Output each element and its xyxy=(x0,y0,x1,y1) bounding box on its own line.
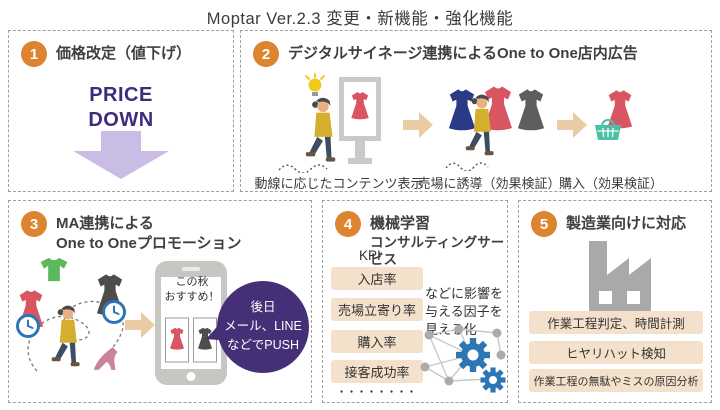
panel1-header: 1 価格改定（値下げ） xyxy=(21,41,191,67)
right-arrow-icon xyxy=(557,112,587,138)
walking-person-icon xyxy=(465,94,494,156)
kpi-heading: KPI xyxy=(359,248,381,263)
gear-icon xyxy=(456,338,490,372)
down-arrow-icon xyxy=(73,131,169,179)
panel2-title: デジタルサイネージ連携によるOne to One店内広告 xyxy=(288,45,638,62)
kpi-item: 購入率 xyxy=(331,330,423,353)
step-number-badge: 1 xyxy=(21,41,47,67)
panel-ma-promotion: 3 MA連携による One to Oneプロモーション この秋 おすすめ！ xyxy=(8,200,312,403)
right-arrow-icon xyxy=(125,312,155,338)
right-arrow-icon xyxy=(403,112,433,138)
push-speech-bubble xyxy=(206,281,309,373)
phone-recommendation-text: この秋 おすすめ！ xyxy=(164,276,220,303)
feature-item: ヒヤリハット検知 xyxy=(529,341,703,364)
panel4-header: 4 機械学習 コンサルティングサービス xyxy=(335,211,507,269)
clock-icon xyxy=(16,314,40,338)
kpi-item: 売場立寄り率 xyxy=(331,298,423,321)
panel3-header: 3 MA連携による One to Oneプロモーション xyxy=(21,211,242,253)
panel4-title: 機械学習 コンサルティングサービス xyxy=(370,215,505,268)
push-bubble-text: 後日 メール、LINE などでPUSH xyxy=(224,300,302,352)
shopping-basket-icon xyxy=(594,119,622,141)
panel2-header: 2 デジタルサイネージ連携によるOne to One店内広告 xyxy=(253,41,638,67)
high-heel-icon xyxy=(93,347,118,370)
footpath-trail xyxy=(278,164,328,173)
step-label: 購入（効果検証） xyxy=(558,176,663,191)
kpi-item: 入店率 xyxy=(331,267,423,290)
panel5-header: 5 製造業向けに対応 xyxy=(531,211,686,237)
clock-icon xyxy=(102,300,126,324)
panel5-title: 製造業向けに対応 xyxy=(566,215,687,232)
panel-machine-learning: 4 機械学習 コンサルティングサービス KPI 入店率 売場立寄り率 購入率 接… xyxy=(322,200,508,403)
panel3-title: MA連携による One to Oneプロモーション xyxy=(56,215,242,252)
step-number-badge: 5 xyxy=(531,211,557,237)
panel-digital-signage: 2 デジタルサイネージ連携によるOne to One店内広告 xyxy=(240,30,712,192)
feature-item: 作業工程の無駄やミスの原因分析 xyxy=(529,369,703,392)
panel1-title: 価格改定（値下げ） xyxy=(56,45,192,62)
panel-price-revision: 1 価格改定（値下げ） PRICE DOWN xyxy=(8,30,234,192)
lightbulb-icon xyxy=(305,73,325,96)
kpi-more-dots: ・・・・・・・・ xyxy=(336,387,417,397)
step-label: 動線に応じたコンテンツ表示 xyxy=(254,176,424,191)
feature-item: 作業工程判定、時間計測 xyxy=(529,311,703,334)
step-number-badge: 2 xyxy=(253,41,279,67)
network-gears-icon xyxy=(420,324,506,393)
tshirt-icon xyxy=(40,257,68,282)
step-number-badge: 3 xyxy=(21,211,47,237)
gear-icon xyxy=(480,367,506,393)
smartphone-icon xyxy=(155,261,227,385)
factory-icon xyxy=(589,241,651,317)
page-title: Moptar Ver.2.3 変更・新機能・強化機能 xyxy=(206,10,514,28)
footpath-trail xyxy=(445,162,489,171)
panel-manufacturing: 5 製造業向けに対応 作業工程判定、時間計測 ヒヤリハット検知 作業工程の無駄や… xyxy=(518,200,712,403)
kpi-item: 接客成功率 xyxy=(331,360,423,383)
step-number-badge: 4 xyxy=(335,211,361,237)
step-label: 売場に誘導（効果検証） xyxy=(417,176,561,191)
dress-icon xyxy=(517,89,545,131)
digital-signage-icon xyxy=(339,77,381,164)
walking-person-icon xyxy=(51,305,80,367)
price-down-text: PRICE DOWN xyxy=(88,84,154,131)
